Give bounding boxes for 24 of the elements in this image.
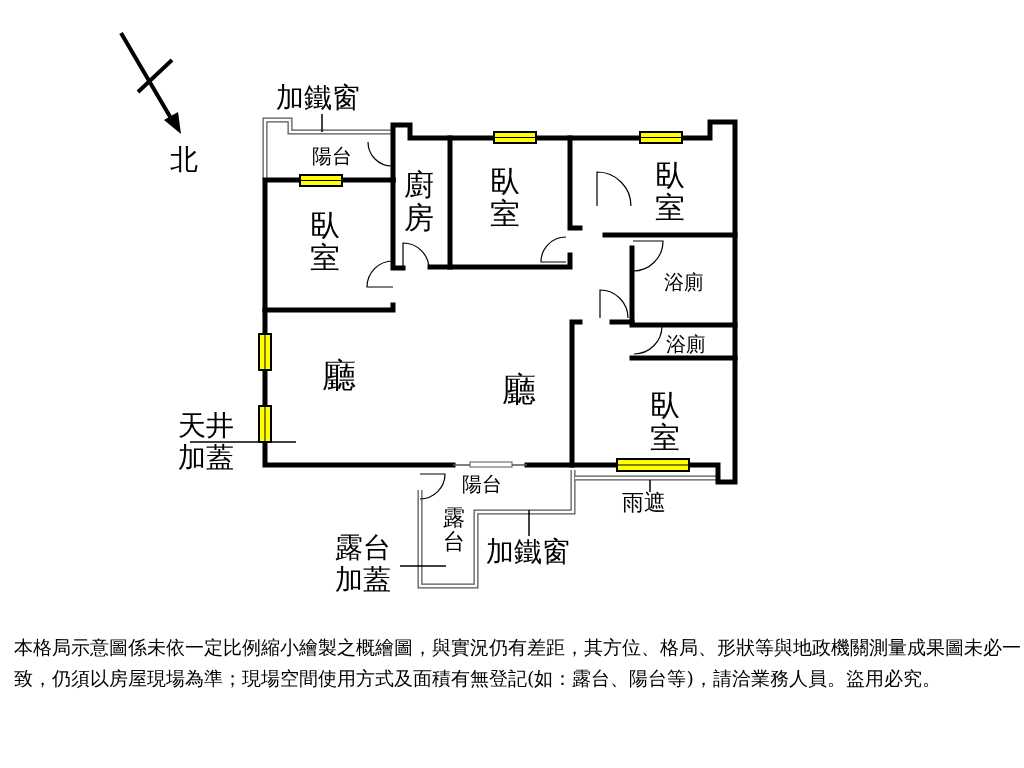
room-label: 臥室	[490, 164, 520, 230]
room-label: 陽台	[312, 146, 352, 166]
room-label: 廳	[322, 358, 356, 392]
callout-label: 雨遮	[622, 490, 678, 516]
room-label: 臥室	[650, 388, 680, 454]
leader-line	[189, 441, 297, 443]
callout-label: 加鐵窗	[486, 536, 584, 569]
leader-line	[528, 509, 530, 537]
disclaimer-caption: 本格局示意圖係未依一定比例縮小繪製之概繪圖，與實況仍有差距，其方位、格局、形狀等與地政機關測量成果圖未必一致，仍須以房屋現場為準；現場空間使用方式及面積有無登記(如：露台、陽台等)，請洽業務人員。盜用必究。	[14, 635, 1022, 691]
leader-line	[321, 113, 323, 133]
room-label: 臥室	[310, 208, 340, 274]
room-label: 北	[170, 146, 198, 174]
room-label: 廚房	[404, 168, 434, 234]
room-label: 廳	[502, 372, 536, 406]
callout-label: 露台加蓋	[335, 532, 405, 597]
leader-line	[649, 479, 651, 493]
room-label: 臥室	[655, 158, 685, 224]
callout-label: 加鐵窗	[276, 82, 372, 115]
callout-label: 天井加蓋	[178, 410, 248, 475]
room-label: 浴廁	[664, 272, 704, 292]
leader-line	[399, 565, 447, 567]
room-label: 浴廁	[666, 334, 706, 354]
room-label: 露台	[443, 506, 465, 555]
room-label: 陽台	[462, 474, 502, 494]
